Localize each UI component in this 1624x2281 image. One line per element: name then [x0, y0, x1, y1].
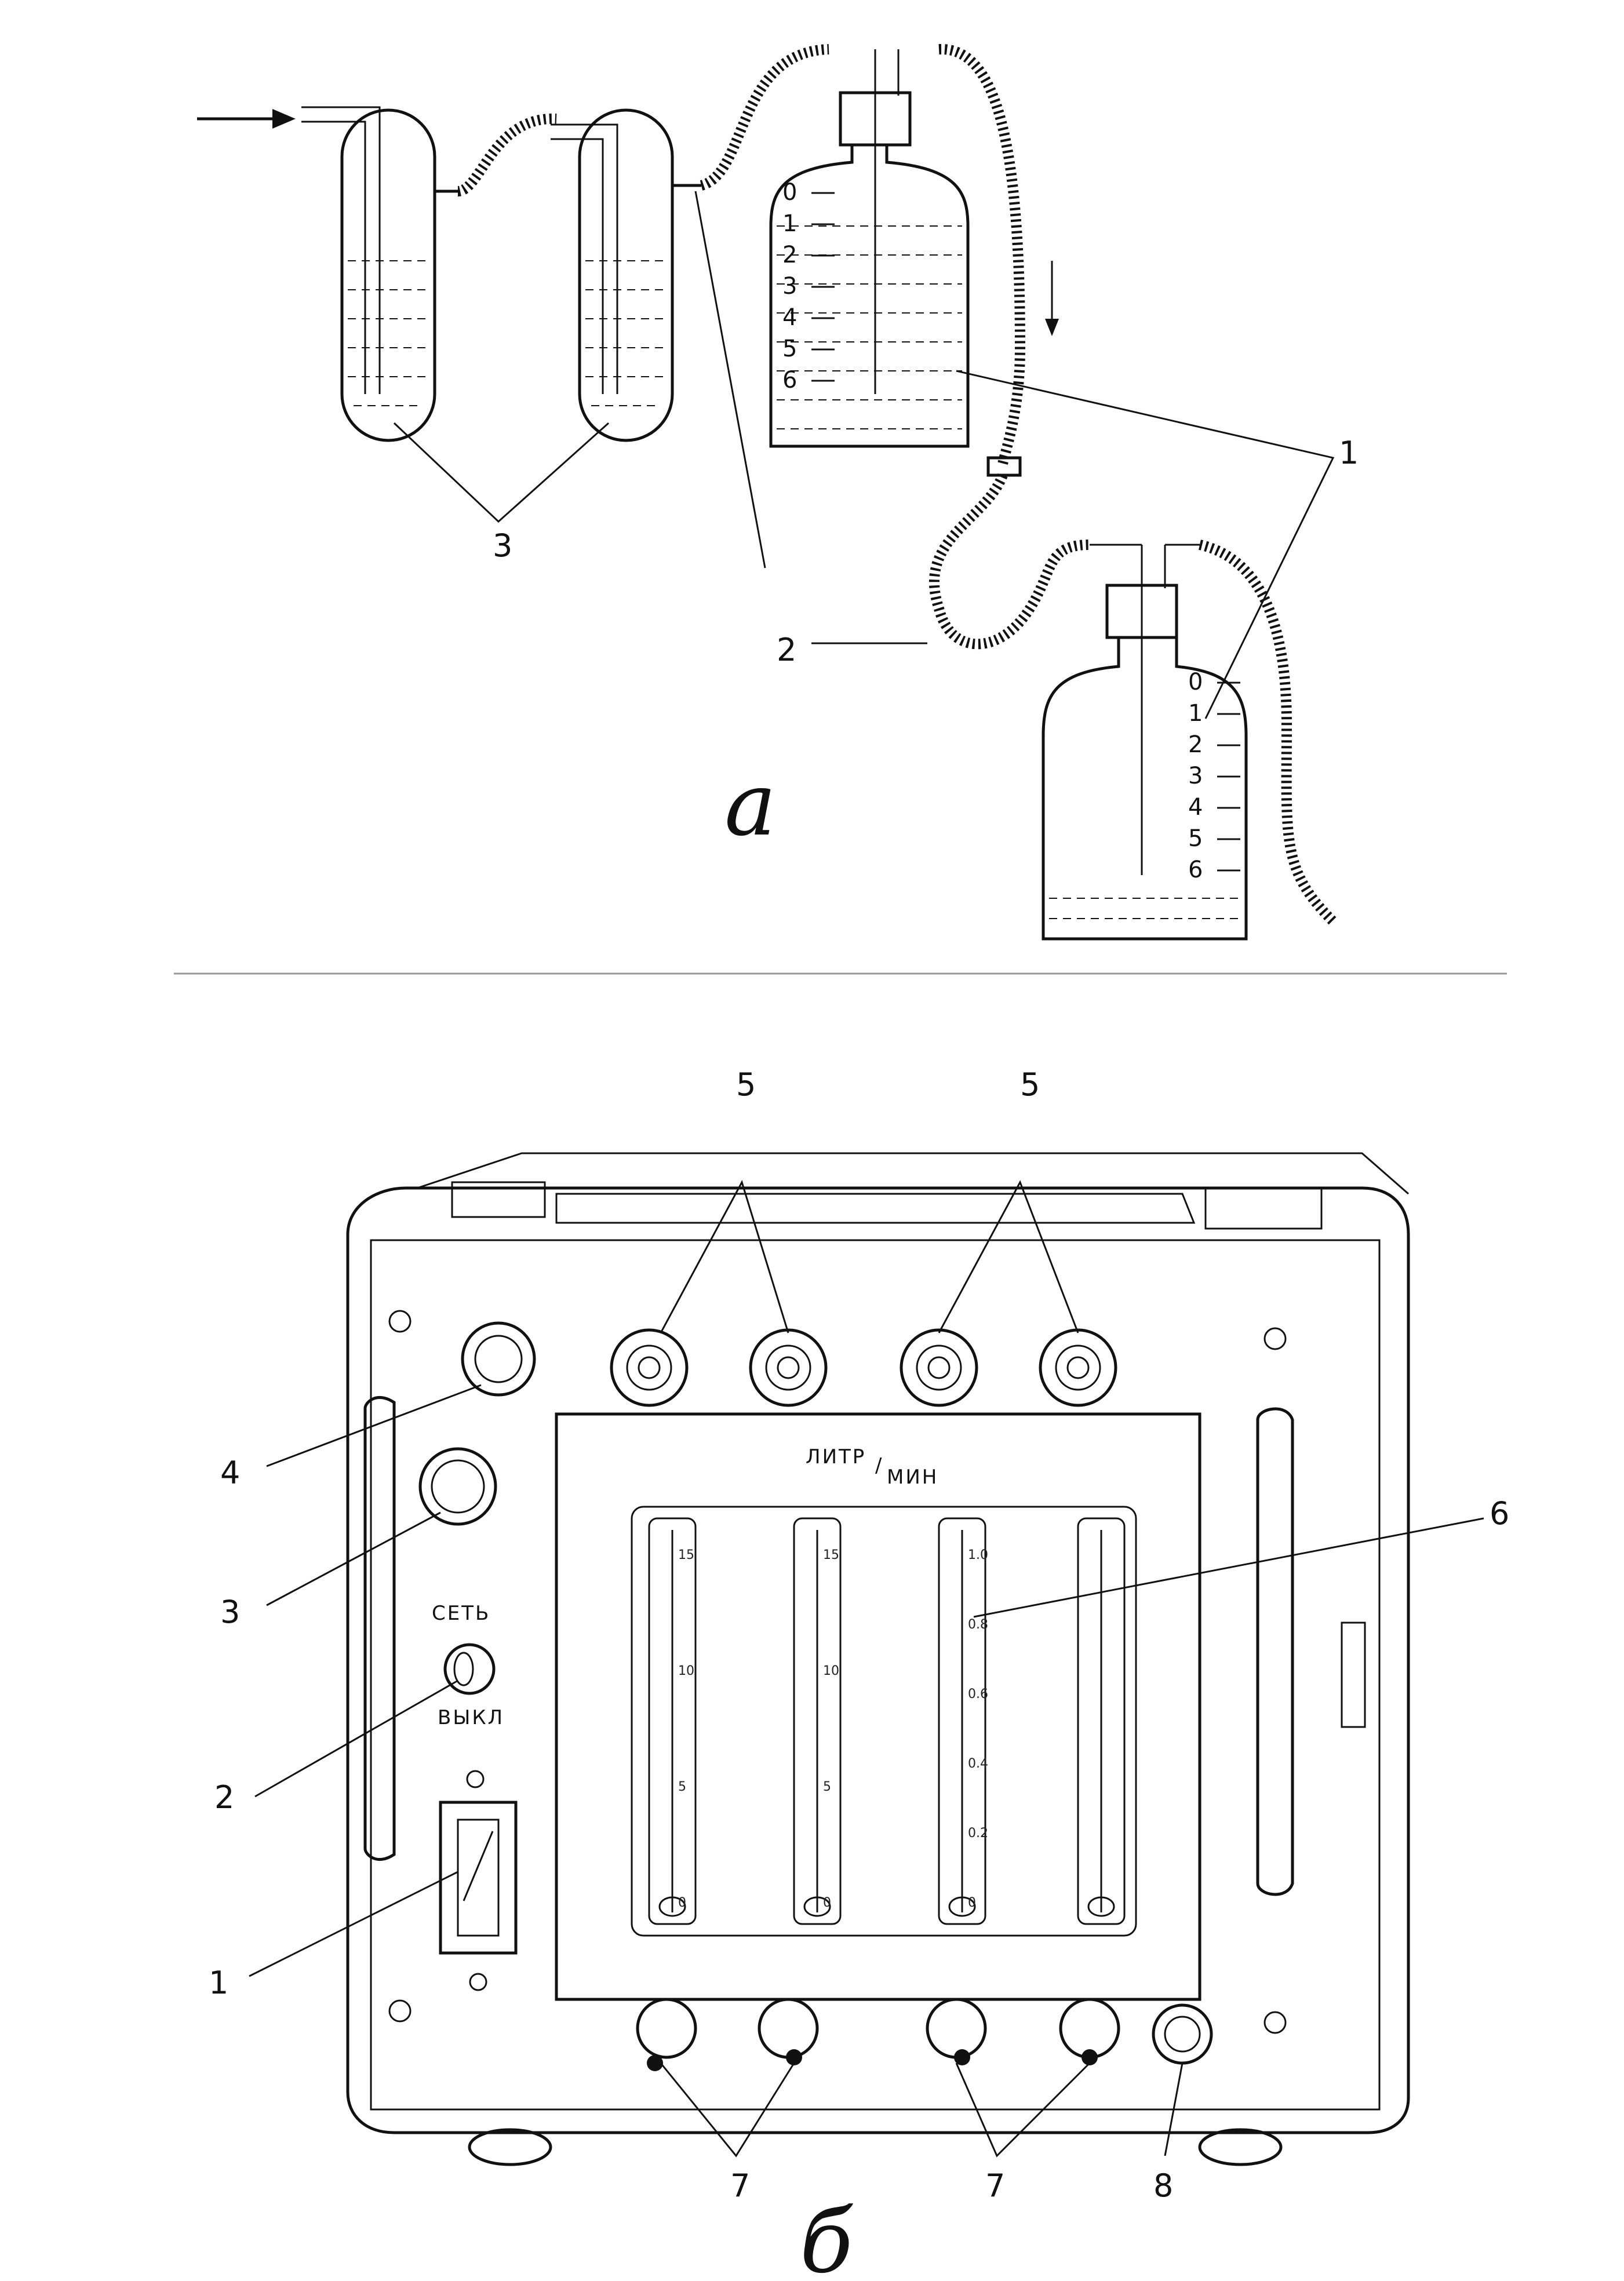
flowmeter-heads — [610, 1328, 1117, 1407]
rotameter-float — [1087, 1896, 1115, 1917]
rotameter-scale-label: 0.2 — [968, 1826, 988, 1841]
rotameter-scale-label: 15 — [823, 1548, 839, 1562]
rotameter-scale-label: 0 — [968, 1896, 976, 1910]
rotameter-scale-label: 5 — [678, 1780, 686, 1794]
switch-off-label: ВЫКЛ — [438, 1706, 504, 1729]
power-switch[interactable]: СЕТЬ ВЫКЛ — [432, 1602, 504, 1729]
flow-down-arrow — [1045, 261, 1059, 336]
rotameter-scale-label: 0 — [823, 1896, 831, 1910]
unit-label-right: МИН — [887, 1466, 938, 1489]
lower-bottle-scale-label: 3 — [1188, 763, 1203, 789]
side-handles — [363, 1395, 1366, 1896]
rotameter-tube-4 — [1077, 1517, 1126, 1925]
upper-bottle-scale-label: 4 — [782, 304, 797, 331]
inlet-fitting-4 — [461, 1321, 536, 1397]
lower-bottle-scale-label: 5 — [1188, 825, 1203, 852]
callout-1-bottles: 1 — [1339, 435, 1359, 471]
callout-5-right: 5 — [1020, 1066, 1040, 1103]
rotameter-scale-label: 5 — [823, 1780, 831, 1794]
upper-bottle-scale-label: 2 — [782, 242, 797, 268]
sub-label-a: а — [724, 755, 776, 855]
rotameter-scale-label: 0.4 — [968, 1757, 988, 1771]
callout-7-right: 7 — [985, 2167, 1005, 2204]
hose-clamp — [986, 456, 1022, 477]
fuse-holder-3 — [418, 1447, 497, 1526]
regulating-valves — [636, 1998, 1120, 2071]
part-b-electric-aspirator: СЕТЬ ВЫКЛ ЛИТР / МИН 1510501510501.00.80… — [209, 1066, 1509, 2281]
part-a-leader-lines — [393, 191, 1335, 719]
absorber-tube-1 — [301, 106, 458, 442]
absorber-tube-2 — [551, 108, 701, 442]
callout-6: 6 — [1490, 1495, 1509, 1532]
callout-8: 8 — [1153, 2167, 1173, 2204]
upper-bottle-scale-label: 6 — [782, 367, 797, 393]
callout-2: 2 — [214, 1779, 234, 1816]
hose-to-lower-bottle — [929, 473, 1337, 925]
callout-7-left: 7 — [730, 2167, 750, 2204]
part-b-leader-lines — [249, 1180, 1484, 2158]
upper-bottle-scale-label: 0 — [782, 179, 797, 206]
rotameter-tube-1 — [648, 1517, 697, 1925]
upper-bottle-scale-label: 1 — [782, 210, 797, 237]
rotameter-scale-label: 10 — [678, 1664, 694, 1678]
aspirator-casing — [346, 1152, 1410, 2166]
rotameter-scale-label: 0.8 — [968, 1617, 988, 1632]
corner-screws — [388, 1310, 1287, 2034]
callout-3: 3 — [220, 1594, 240, 1630]
callout-1: 1 — [209, 1965, 228, 2001]
part-a-absorption-setup: 0 1 2 3 4 5 6 0 1 2 3 4 5 6 — [197, 43, 1359, 941]
rotameter-float — [948, 1896, 976, 1917]
rotameter-scale-label: 0 — [678, 1896, 686, 1910]
switch-on-label: СЕТЬ — [432, 1602, 490, 1625]
rotameter-panel: ЛИТР / МИН 15 10 5 0 15 10 5 0 1.0 0.8 0.6 0.4 0.2 0 — [555, 1412, 1201, 2001]
inlet-arrow — [197, 109, 296, 129]
rotameter-scale-label: 15 — [678, 1548, 694, 1562]
outlet-connector-8 — [1152, 2003, 1213, 2065]
rotameter-float — [803, 1896, 831, 1917]
hose-absorber-link — [457, 113, 557, 196]
callout-4: 4 — [220, 1455, 240, 1491]
lower-aspirator-bottle: 0 1 2 3 4 5 6 — [1042, 544, 1248, 941]
lower-bottle-scale-label: 0 — [1188, 669, 1203, 695]
rotameter-float — [658, 1896, 686, 1917]
indicator-window-1 — [439, 1770, 518, 1991]
rotameter-scale-label: 1.0 — [968, 1548, 988, 1562]
rotameter-scale-label: 0.6 — [968, 1687, 988, 1701]
unit-label-left: ЛИТР — [806, 1445, 866, 1469]
callout-3-absorbers: 3 — [493, 527, 512, 564]
lower-bottle-scale-label: 1 — [1188, 700, 1203, 727]
hose-to-upper-bottle — [700, 43, 1026, 465]
callout-5-left: 5 — [736, 1066, 756, 1103]
lower-bottle-scale-label: 6 — [1188, 857, 1203, 883]
upper-bottle-scale-label: 3 — [782, 273, 797, 300]
unit-label-slash: / — [875, 1454, 883, 1477]
callout-2-hoses: 2 — [777, 632, 796, 668]
upper-aspirator-bottle: 0 1 2 3 4 5 6 — [769, 49, 970, 448]
rotameter-tube-3 — [938, 1517, 986, 1925]
sub-label-b: б — [800, 2192, 854, 2281]
lower-bottle-scale-label: 4 — [1188, 794, 1203, 821]
rotameter-tube-2 — [793, 1517, 842, 1925]
lower-bottle-scale-label: 2 — [1188, 731, 1203, 758]
rotameter-scale-label: 10 — [823, 1664, 839, 1678]
upper-bottle-scale-label: 5 — [782, 336, 797, 362]
